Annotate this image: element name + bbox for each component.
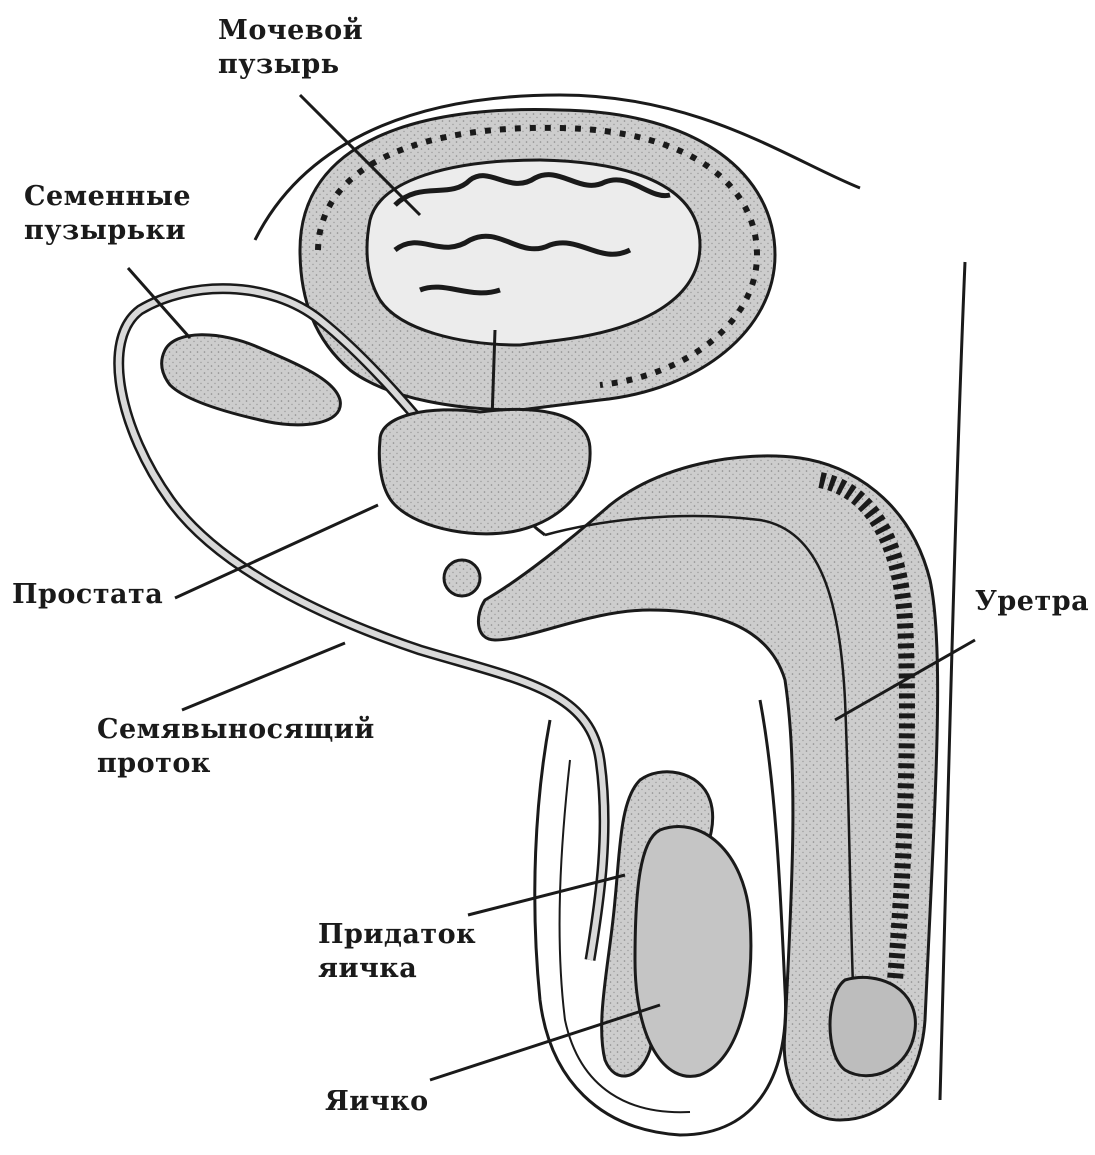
label-vesicles-line2: пузырьки [24,214,191,248]
label-testis: Яичко [325,1085,429,1119]
label-urethra-line1: Уретра [975,585,1089,619]
leader-duct [182,643,345,710]
label-testis-line1: Яичко [325,1085,429,1119]
label-vesicles-line1: Семенные [24,180,191,214]
label-vas-deferens: Семявыносящий проток [97,713,375,781]
label-duct-line2: проток [97,747,375,781]
label-prostate: Простата [12,578,163,612]
testis [635,827,751,1077]
label-bladder: Мочевой пузырь [218,14,363,82]
label-duct-line1: Семявыносящий [97,713,375,747]
label-bladder-line2: пузырь [218,48,363,82]
pubic-line [940,262,965,1100]
prostate-gland [379,409,590,533]
label-epididymis-line1: Придаток [318,918,476,952]
label-epididymis: Придаток яичка [318,918,476,986]
label-epididymis-line2: яичка [318,952,476,986]
leader-vesicles [128,268,190,338]
bulbourethral-gland [444,560,480,596]
seminal-vesicle [162,335,341,425]
label-seminal-vesicles: Семенные пузырьки [24,180,191,248]
glans [830,977,915,1075]
label-urethra: Уретра [975,585,1089,619]
label-bladder-line1: Мочевой [218,14,363,48]
label-prostate-line1: Простата [12,578,163,612]
